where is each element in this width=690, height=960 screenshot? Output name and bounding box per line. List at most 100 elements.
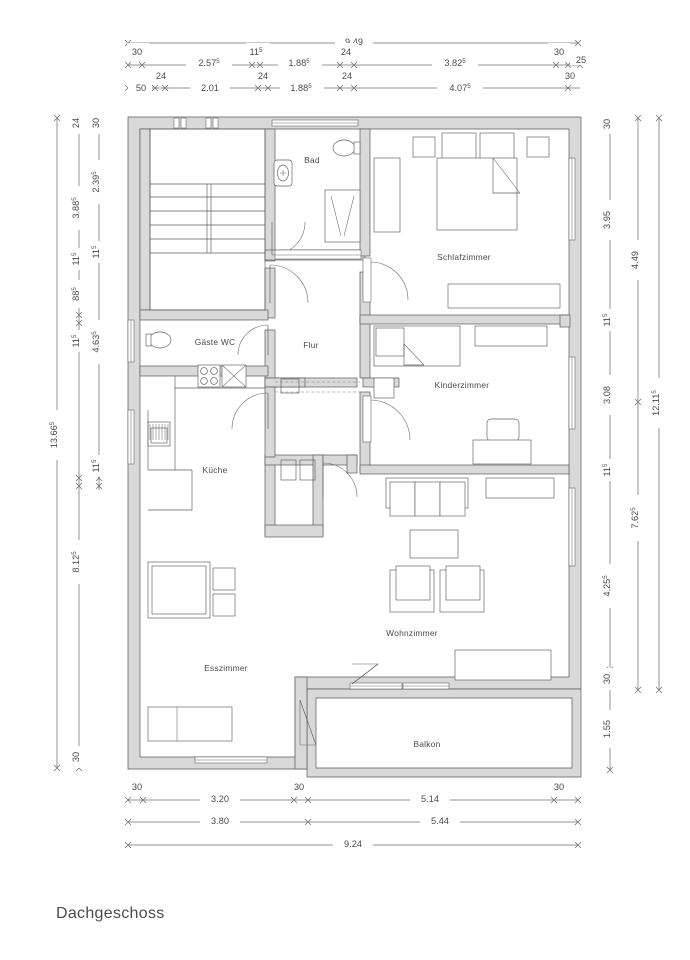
coffee-table — [409, 529, 459, 559]
dim-top1-c: 115 — [250, 47, 264, 57]
room-labels: Bad Schlafzimmer Gäste WC Flur Kinderzim… — [195, 155, 491, 749]
dresser-schlaf — [447, 283, 561, 309]
dim-bot1-d: 5.14 — [421, 794, 439, 804]
dim-left-o-d: 885 — [71, 287, 81, 301]
room-label-kinderzimmer: Kinderzimmer — [435, 380, 490, 390]
room-label-kueche: Küche — [203, 465, 228, 475]
toilet-bad — [332, 139, 361, 157]
dim-right-i-a: 30 — [602, 119, 612, 129]
dim-left-o-c: 115 — [71, 252, 81, 266]
livingroom-furniture — [385, 477, 555, 681]
wall-stair-left — [139, 128, 151, 311]
dining-chair-2 — [212, 593, 236, 617]
sideboard-ess — [147, 706, 233, 742]
kids-chair — [486, 418, 520, 442]
windows — [127, 117, 576, 764]
stair-outline — [149, 128, 266, 311]
wall-kueche-flur-v — [264, 386, 276, 458]
doors — [231, 221, 411, 746]
bottom-dimensions: 30 3.20 30 5.14 30 3.80 5.44 — [124, 779, 582, 850]
wall-notch-right — [559, 314, 571, 328]
dining-chair-1 — [212, 567, 236, 591]
dim-right-i-h: 1.55 — [602, 720, 612, 738]
bottom-chain-2: 3.80 5.44 — [124, 813, 582, 827]
building-plan: Bad Schlafzimmer Gäste WC Flur Kinderzim… — [127, 116, 582, 778]
toilet-gaestewc — [145, 331, 172, 349]
wall-kinder-wohn — [359, 464, 570, 475]
armchair-2-seat — [445, 565, 481, 601]
sofa-seat-3 — [439, 481, 466, 517]
dim-bot1-e: 30 — [554, 782, 564, 792]
dim-top1-e: 24 — [341, 47, 351, 57]
fixtures — [145, 132, 561, 742]
dim-left-overall: 13.665 — [49, 421, 59, 448]
kids-desk — [472, 439, 532, 465]
right-dimensions: 30 3.95 115 3.08 115 4.255 30 1.55 — [601, 112, 664, 774]
dim-top1-h: 25 — [576, 55, 586, 65]
dim-bot-overall: 9.24 — [344, 839, 362, 849]
bathtub — [324, 189, 361, 243]
door-balkon-ess — [299, 699, 317, 746]
wall-wohn-ess-v — [346, 454, 358, 474]
window-top-1 — [173, 117, 180, 129]
bottom-overall-dimension: 9.24 — [124, 836, 582, 850]
wall-kueche-right — [264, 454, 276, 536]
diningroom-furniture — [147, 561, 236, 742]
dim-left-o-e: 115 — [71, 334, 81, 348]
dim-top-overall: 9.49 — [345, 37, 363, 47]
dim-top1-b: 2.575 — [198, 58, 220, 68]
dim-left-o-g: 30 — [71, 752, 81, 762]
wall-stair-bad — [264, 128, 276, 262]
staircase — [149, 128, 266, 311]
door-stair — [269, 264, 309, 304]
pillow-left — [441, 132, 477, 162]
dim-right-overall: 12.115 — [651, 390, 661, 416]
bedroom-furniture — [373, 132, 561, 309]
dim-top1-g: 30 — [554, 47, 564, 57]
dim-right-i-c: 115 — [602, 313, 612, 327]
dim-right-m-a: 4.49 — [630, 251, 640, 269]
dim-left-o-a: 24 — [71, 118, 81, 128]
room-label-wohnzimmer: Wohnzimmer — [386, 628, 438, 638]
wall-shaft-right — [312, 454, 324, 536]
kitchen-stove — [197, 364, 221, 388]
right-chain-inner: 30 3.95 115 3.08 115 4.255 30 1.55 — [601, 112, 615, 774]
room-label-bad: Bad — [304, 155, 320, 165]
wall-shaft-top — [264, 377, 306, 388]
window-top-4 — [212, 117, 219, 129]
door-bad — [271, 221, 362, 260]
bottom-chain-1: 30 3.20 30 5.14 30 — [124, 779, 582, 805]
shaft-box-1 — [280, 378, 300, 394]
dim-left-o-f: 8.125 — [71, 551, 81, 573]
left-overall-dimension: 13.665 — [48, 114, 62, 772]
wall-stair-bottom — [139, 309, 269, 321]
dim-bot1-a: 30 — [132, 782, 142, 792]
dim-left-i-b: 2.395 — [91, 171, 101, 193]
dim-left-i-d: 4.635 — [91, 331, 101, 353]
dim-right-m-b: 7.625 — [630, 507, 640, 529]
dim-left-o-b: 3.885 — [71, 197, 81, 219]
top-dimensions: 9.49 30 2.575 115 1.885 — [124, 34, 592, 94]
bed-double — [436, 157, 518, 231]
room-label-schlafzimmer: Schlafzimmer — [437, 252, 491, 262]
right-overall-dimension: 12.115 — [650, 114, 664, 694]
door-kinderzimmer — [362, 395, 411, 443]
dim-right-i-b: 3.95 — [602, 211, 612, 229]
dim-top2-f: 24 — [342, 71, 352, 81]
nightstand-right — [526, 136, 550, 158]
armchair-1-seat — [395, 565, 431, 601]
pillow-right — [479, 132, 515, 162]
shaft-box-3 — [299, 459, 316, 481]
door-balkon-wohn — [351, 663, 379, 685]
wardrobe-schlaf — [373, 157, 401, 233]
sofa-seat-1 — [389, 481, 416, 517]
kids-pillow — [375, 327, 405, 357]
dining-table-top — [151, 565, 207, 615]
tv-unit — [454, 649, 552, 681]
dim-top1-f: 3.825 — [444, 58, 466, 68]
dim-top2-b: 24 — [156, 71, 166, 81]
top-chain-1: 30 2.575 115 1.885 24 3.825 30 25 — [124, 43, 592, 69]
shaft-box-2 — [280, 459, 297, 481]
wall-flur-kinder — [359, 317, 371, 379]
